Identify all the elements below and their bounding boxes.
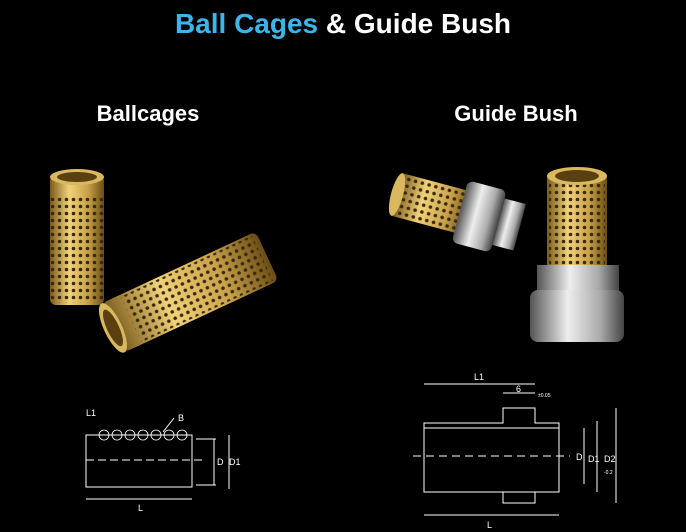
guide-bush-image-vertical: [530, 167, 624, 342]
guide-bush-label-d2: D2: [604, 454, 616, 464]
guide-bush-label-6: 6: [516, 384, 521, 394]
guide-bush-label-d2-tolerance: -0.2: [604, 470, 613, 476]
ballcage-label-d1: D1: [229, 457, 241, 467]
guide-bush-label-l: L: [487, 520, 492, 530]
ballcages-heading: Ballcages: [96, 101, 200, 126]
guide-bush-label-l1: L1: [474, 372, 484, 382]
page-title: Ball Cages & Guide Bush: [174, 8, 512, 39]
ballcage-label-b: B: [178, 413, 184, 423]
ballcage-dimension-diagram: [85, 417, 230, 500]
ballcage-image-diagonal: [98, 233, 277, 353]
guide-bush-label-tolerance: ±0.05: [538, 393, 551, 399]
guide-bush-image-horizontal: [388, 173, 526, 252]
guide-bush-heading: Guide Bush: [454, 101, 578, 126]
guide-bush-dimension-diagram: [413, 383, 617, 516]
ballcage-label-d: D: [217, 457, 224, 467]
ballcage-label-l: L: [138, 503, 143, 513]
guide-bush-label-d1: D1: [588, 454, 600, 464]
guide-bush-label-d: D: [576, 452, 583, 462]
ballcage-label-l1: L1: [86, 408, 96, 418]
ballcage-image-vertical: [50, 169, 104, 305]
